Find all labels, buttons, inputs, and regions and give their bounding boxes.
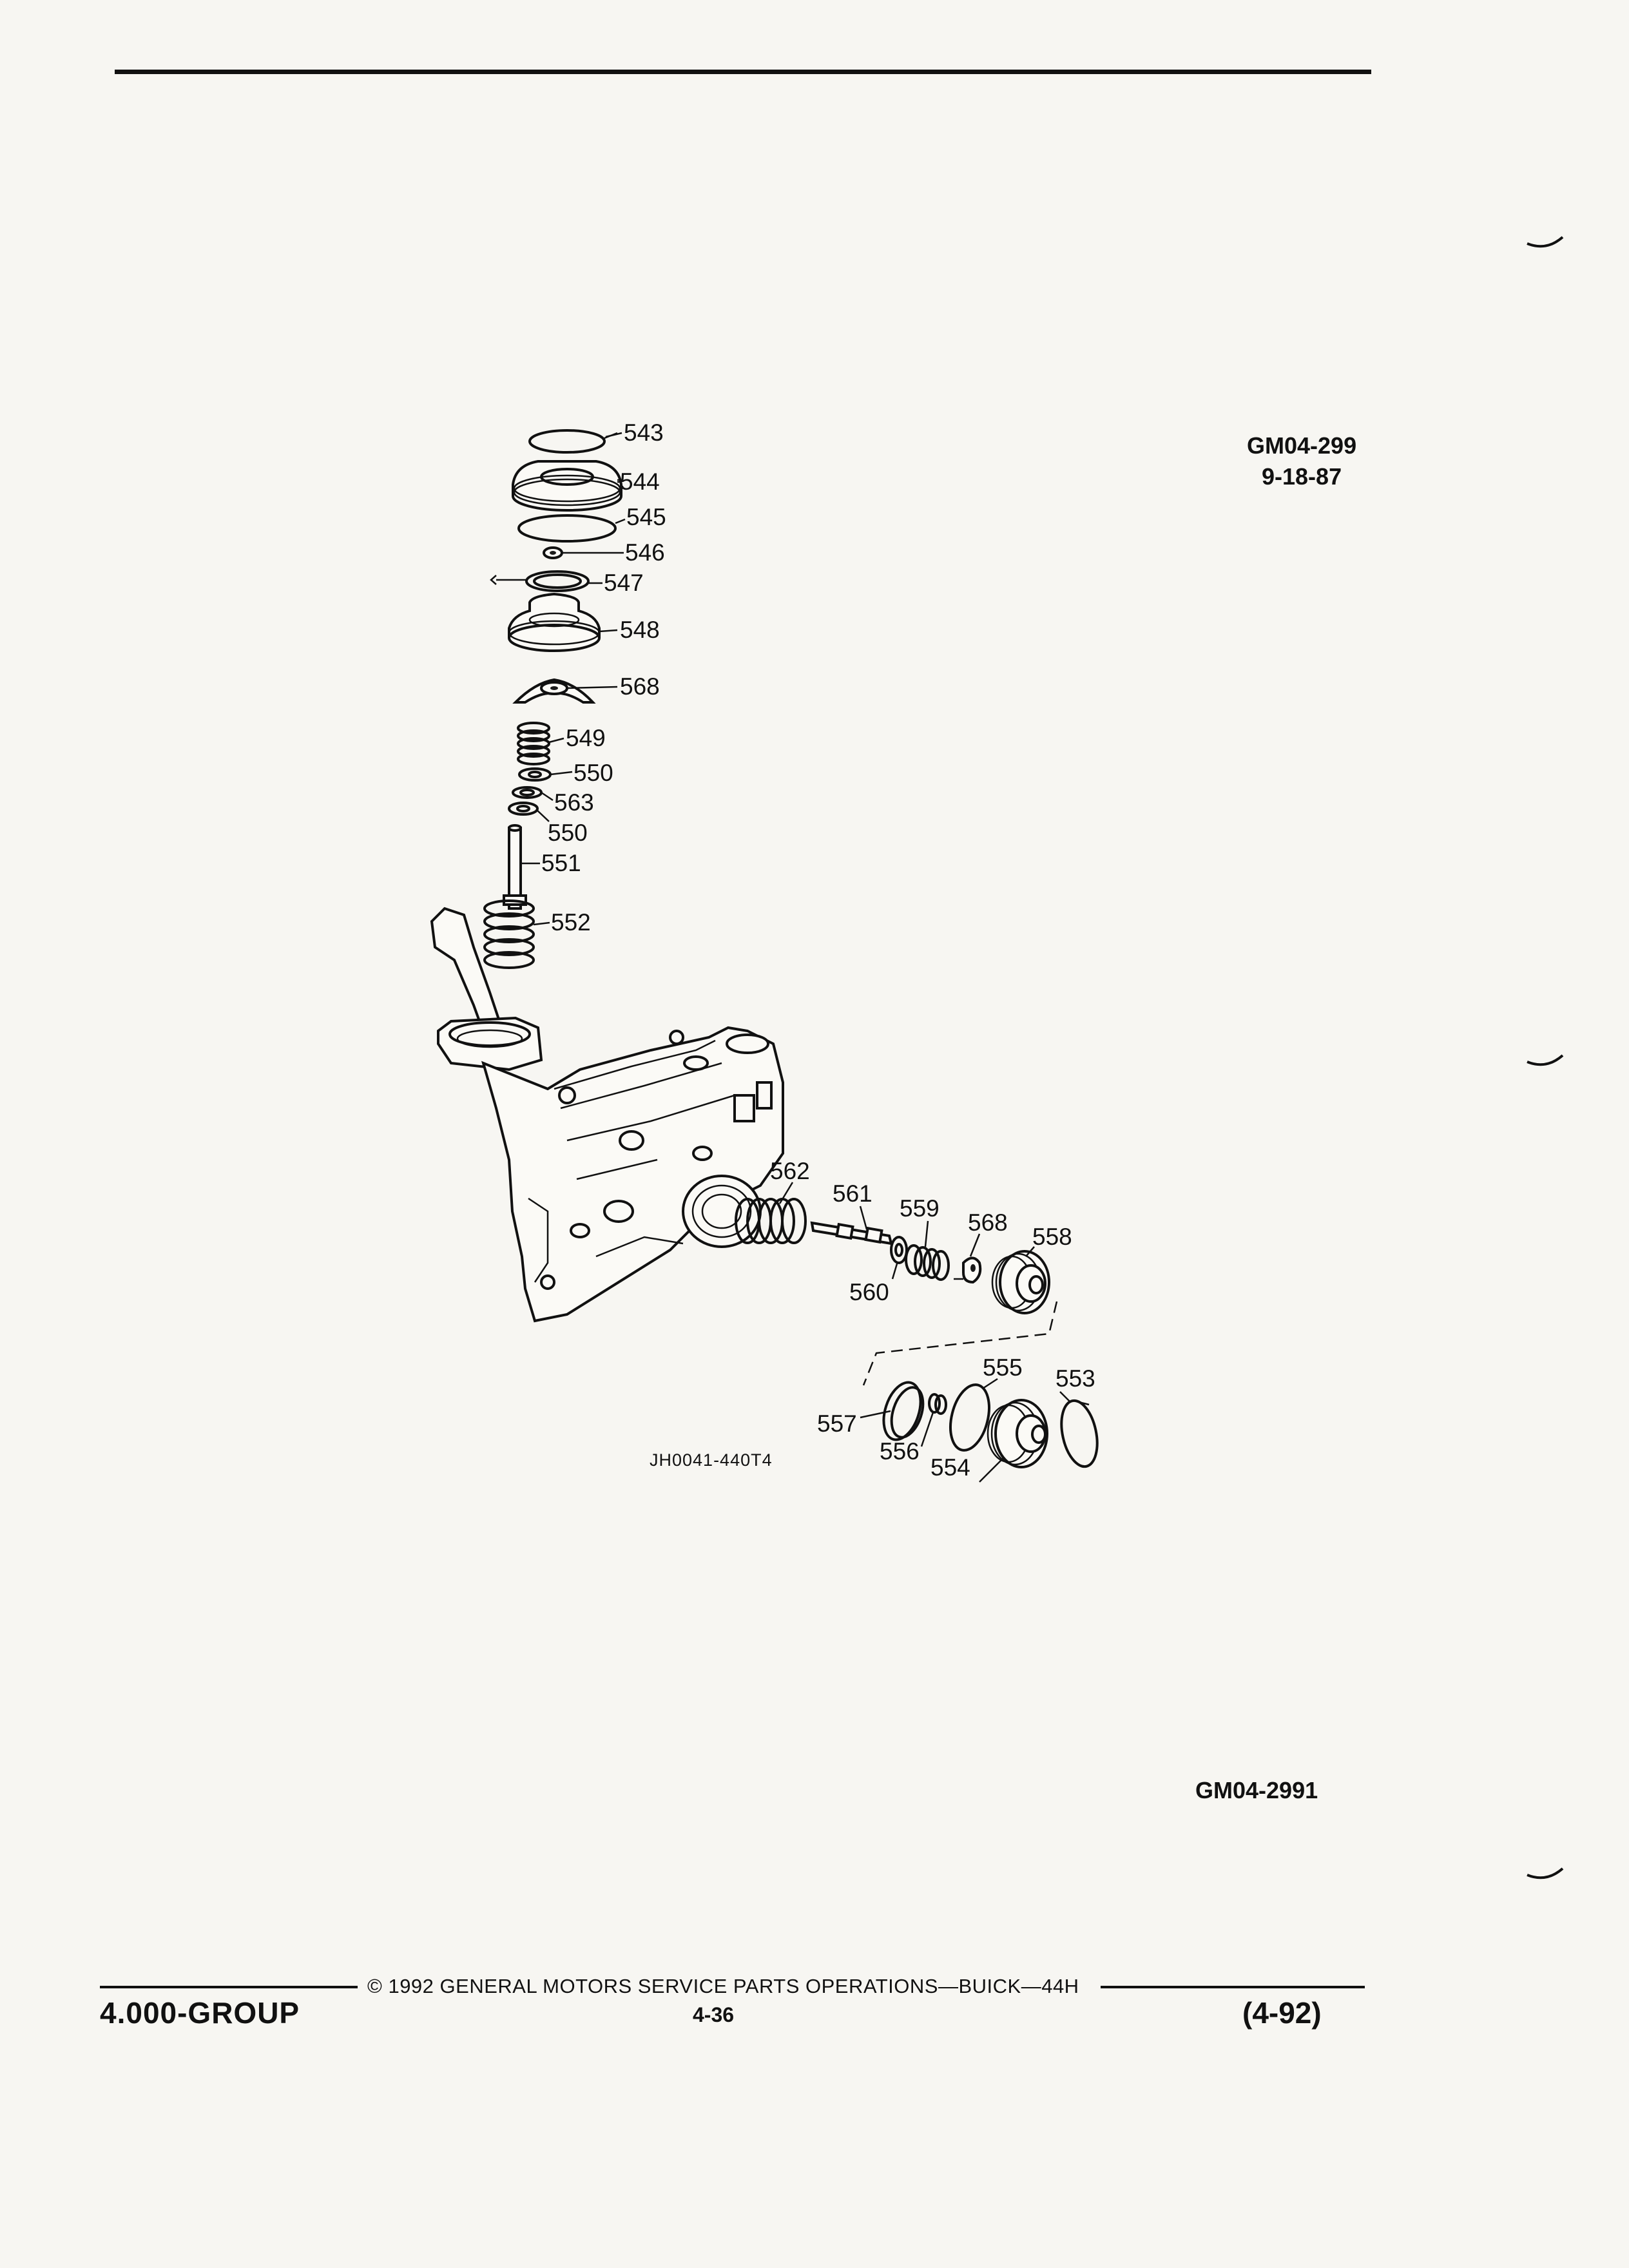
- part-551-pin: [503, 824, 527, 910]
- part-557-seal-ring: [882, 1381, 925, 1441]
- figure-code: JH0041-440T4: [650, 1450, 773, 1470]
- label-545: 545: [626, 504, 666, 530]
- label-559: 559: [900, 1195, 940, 1222]
- revision-date: (4-92): [1242, 1996, 1322, 2030]
- label-548: 548: [620, 617, 660, 643]
- footer-rule-right: [1101, 1986, 1365, 1988]
- label-568-lower: 568: [968, 1209, 1008, 1236]
- part-547-piston-seal: [490, 570, 590, 592]
- label-550-upper: 550: [574, 760, 613, 786]
- label-557: 557: [817, 1410, 857, 1437]
- group-label: 4.000-GROUP: [100, 1996, 300, 2030]
- reference-code: GM04-299: [1247, 432, 1357, 459]
- footer-rule-left: [100, 1986, 358, 1988]
- part-553-snap-ring: [1059, 1391, 1099, 1468]
- part-544-cover: [512, 460, 622, 512]
- bottom-reference-code: GM04-2991: [1195, 1777, 1318, 1803]
- label-554: 554: [930, 1454, 970, 1481]
- part-559-spring: [905, 1244, 950, 1281]
- part-556-ring: [928, 1393, 947, 1415]
- part-562-spring: [735, 1198, 807, 1244]
- label-544: 544: [620, 468, 660, 495]
- label-552: 552: [551, 909, 591, 936]
- part-543-snap-ring: [528, 429, 618, 454]
- part-555-seal: [949, 1383, 990, 1452]
- label-562: 562: [770, 1158, 810, 1184]
- label-563: 563: [554, 789, 594, 816]
- binding-mark: [1527, 236, 1564, 248]
- leader-lines-vertical: [522, 432, 626, 926]
- transmission-case: [430, 907, 784, 1323]
- part-552-spring: [483, 899, 535, 969]
- label-549: 549: [566, 725, 606, 751]
- binding-mark: [1527, 1054, 1564, 1066]
- label-543: 543: [624, 419, 664, 446]
- copyright-line: © 1992 GENERAL MOTORS SERVICE PARTS OPER…: [367, 1975, 1079, 1997]
- label-546: 546: [625, 539, 665, 566]
- label-555: 555: [983, 1354, 1023, 1381]
- page-number: 4-36: [693, 2003, 735, 2026]
- leader-lines-horizontal: [778, 1182, 1090, 1483]
- reference-date: 9-18-87: [1262, 463, 1342, 490]
- top-rule: [115, 70, 1371, 74]
- part-548-piston: [508, 592, 601, 652]
- label-547: 547: [604, 570, 644, 596]
- part-550-washer-lower: [508, 802, 539, 816]
- label-568-upper: 568: [620, 673, 660, 700]
- part-558-piston: [991, 1250, 1050, 1314]
- part-550-washer-upper: [518, 767, 552, 782]
- part-568-retainer-lower: [954, 1256, 982, 1284]
- part-549-spring: [517, 722, 550, 765]
- binding-mark: [1527, 1867, 1564, 1879]
- part-545-seal: [517, 514, 617, 543]
- label-558: 558: [1032, 1224, 1072, 1250]
- alignment-dashed-line: [862, 1301, 1058, 1386]
- part-561-rod: [810, 1221, 893, 1245]
- label-551: 551: [541, 850, 581, 876]
- label-560: 560: [849, 1279, 889, 1305]
- part-563-ring: [512, 786, 543, 799]
- reference-block: GM04-299 9-18-87: [1247, 430, 1356, 492]
- part-560-washer: [890, 1236, 908, 1264]
- label-561: 561: [833, 1180, 872, 1207]
- part-568-retainer-upper: [512, 678, 596, 704]
- label-553: 553: [1055, 1365, 1095, 1392]
- label-556: 556: [880, 1438, 920, 1465]
- part-554-cover: [987, 1399, 1048, 1468]
- label-550-lower: 550: [548, 820, 588, 846]
- part-546-washer: [543, 546, 563, 559]
